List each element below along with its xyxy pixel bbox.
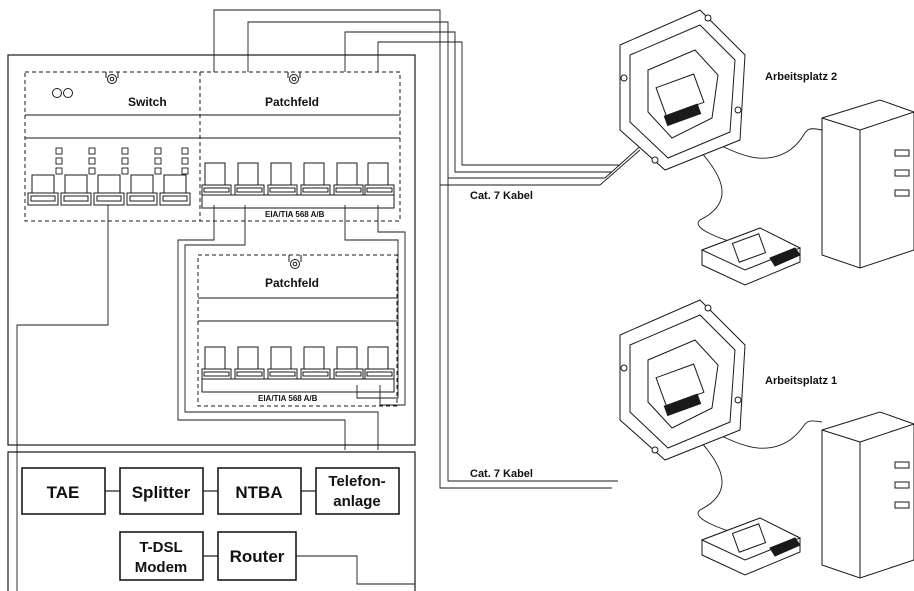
switch-ports <box>27 174 191 206</box>
standard-bottom-label: EIA/TIA 568 A/B <box>258 394 318 403</box>
screw-icon <box>105 72 119 84</box>
svg-text:NTBA: NTBA <box>235 483 282 502</box>
led-icon <box>63 88 73 98</box>
patchfeld-top-ports <box>201 162 395 209</box>
telephone-icon <box>700 517 802 576</box>
cabinet-outer <box>7 54 416 446</box>
patchfeld-bottom-label: Patchfeld <box>265 276 319 290</box>
cable-top-label: Cat. 7 Kabel <box>470 190 533 202</box>
svg-text:Router: Router <box>230 547 285 566</box>
svg-text:Modem: Modem <box>135 559 188 576</box>
telephone-icon <box>700 227 802 286</box>
svg-text:anlage: anlage <box>333 493 381 510</box>
screw-icon <box>288 255 302 269</box>
device-box-outer <box>7 451 416 591</box>
bottom-rack-unit: Patchfeld EIA/TIA 568 A/B <box>197 254 398 407</box>
svg-text:TAE: TAE <box>47 483 80 502</box>
wall-socket-icon <box>619 9 746 171</box>
workstation-1-label: Arbeitsplatz 1 <box>765 375 837 387</box>
wall-socket-icon <box>619 299 746 461</box>
top-rack-unit: Switch Patchfeld EIA/TIA <box>24 71 401 222</box>
screw-icon <box>287 72 301 84</box>
patchfeld-bottom-ports <box>201 346 395 393</box>
cables <box>16 9 823 591</box>
standard-top-label: EIA/TIA 568 A/B <box>265 210 325 219</box>
patchfeld-top-label: Patchfeld <box>265 95 319 109</box>
pc-tower-icon <box>821 99 914 269</box>
workstation-2-label: Arbeitsplatz 2 <box>765 71 837 83</box>
device-tdsl-modem: T-DSL Modem <box>119 531 204 581</box>
device-router: Router <box>217 531 297 581</box>
led-icon <box>52 88 62 98</box>
device-ntba: NTBA <box>217 467 302 515</box>
svg-text:Telefon-: Telefon- <box>328 473 385 490</box>
device-tae: TAE <box>21 467 106 515</box>
device-telefonanlage: Telefon- anlage <box>315 467 400 515</box>
switch-port-leds <box>55 147 189 175</box>
svg-text:Splitter: Splitter <box>132 483 191 502</box>
device-splitter: Splitter <box>119 467 204 515</box>
switch-label: Switch <box>128 95 167 109</box>
pc-tower-icon <box>821 411 914 579</box>
svg-text:T-DSL: T-DSL <box>139 539 182 556</box>
cable-bottom-label: Cat. 7 Kabel <box>470 468 533 480</box>
